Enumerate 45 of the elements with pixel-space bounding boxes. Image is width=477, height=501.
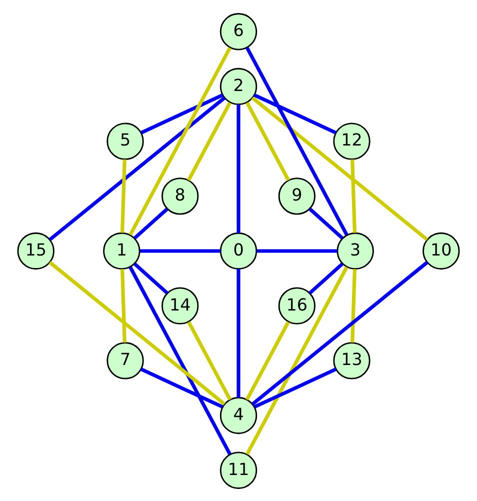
connector: [256, 248, 338, 252]
connector: [251, 260, 428, 406]
connector: [187, 320, 232, 400]
connector: [120, 158, 126, 232]
node-circle: 5: [106, 122, 144, 160]
node-circle: 8: [162, 177, 199, 214]
connector: [246, 266, 348, 455]
connector: [308, 207, 344, 240]
connector: [140, 367, 224, 408]
connector: [246, 101, 290, 181]
connector: [236, 104, 240, 233]
connector: [236, 268, 240, 398]
connector: [251, 96, 428, 240]
node-circle: 15: [17, 232, 54, 270]
node-circle: 0: [220, 232, 258, 270]
connector: [128, 266, 232, 455]
node-circle: 16: [278, 286, 316, 324]
connector: [140, 248, 220, 252]
node-circle: 13: [333, 342, 370, 379]
connector: [245, 320, 290, 400]
node-circle: 2: [220, 67, 258, 105]
connector: [350, 268, 357, 342]
connector: [254, 367, 337, 408]
connector: [186, 101, 232, 181]
connector: [350, 158, 357, 232]
node-circle: 12: [333, 122, 370, 160]
node-circle: 9: [278, 177, 316, 214]
connector: [254, 92, 337, 134]
connector: [48, 96, 226, 240]
node-circle: 7: [106, 342, 144, 379]
node-circle: 14: [162, 286, 199, 324]
node-circle: 4: [220, 396, 258, 434]
connector: [128, 46, 232, 236]
node-circle: 1: [103, 232, 140, 270]
node-circle: 10: [422, 232, 460, 270]
connector: [140, 92, 224, 134]
node-circle: 11: [220, 451, 258, 488]
connector: [133, 262, 168, 294]
connector: [308, 262, 344, 294]
node-circle: 6: [220, 12, 258, 50]
node-circle: 3: [336, 232, 374, 270]
connector: [48, 260, 226, 406]
connector: [246, 46, 348, 236]
connector: [133, 207, 168, 240]
connector: [120, 268, 126, 342]
